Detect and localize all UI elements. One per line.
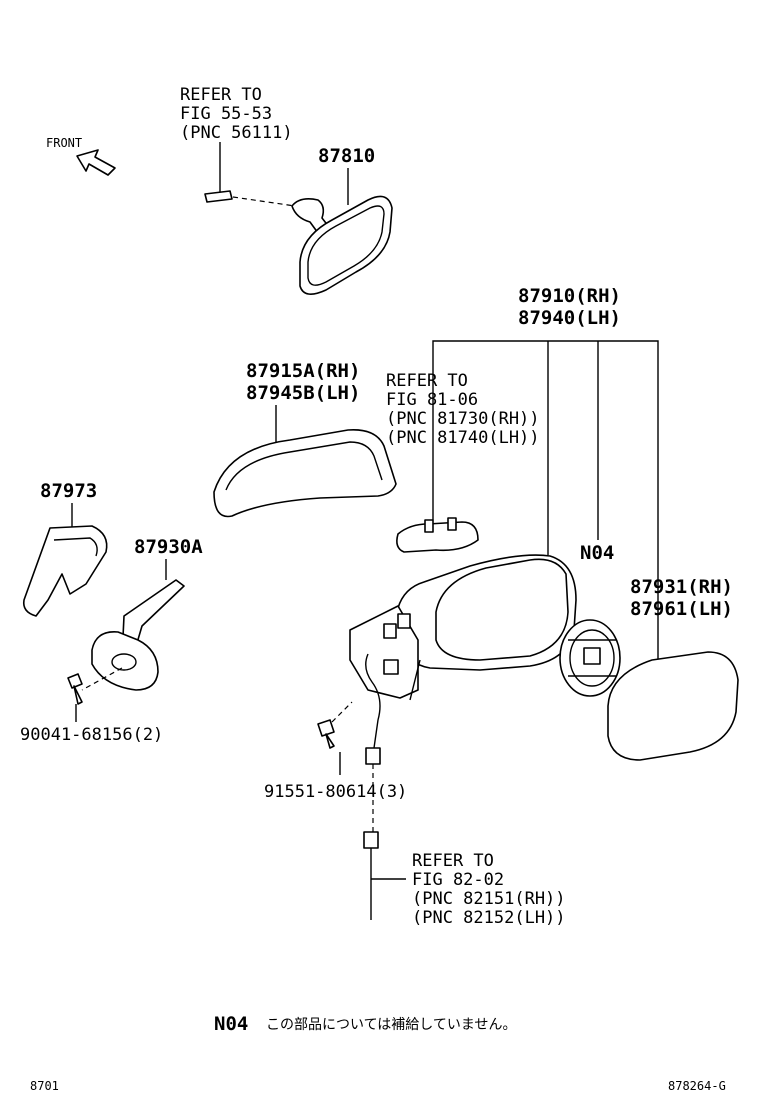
bracket-87910 [432,340,659,660]
refer-fig-55-53-line1: REFER TO [180,85,262,105]
part-87930a-hole [111,653,137,671]
arm-connector-2 [397,613,411,629]
footnote-text: この部品については補給していません。 [266,1017,516,1033]
refer-fig-82-02-line4: (PNC 82152(LH)) [412,908,566,928]
front-label: FRONT [46,136,82,150]
part-87973-cover [22,525,108,617]
refer-fig-55-53-line2: FIG 55-53 [180,104,272,124]
wire-harness [365,653,381,749]
mirror-arm-base [349,605,419,699]
part-87961-label: 87961(LH) [630,598,733,620]
inner-mirror-glass-edge [307,205,385,286]
part-87810-label: 87810 [318,145,375,167]
part-87973-edge [53,537,98,557]
dash-bolt [331,701,353,723]
dash-mount [232,196,296,207]
arm-connector-1 [383,623,397,639]
refer-fig-82-02-line1: REFER TO [412,851,494,871]
actuator-center [583,647,601,665]
mirror-base-bracket [396,521,479,553]
footnote-code: N04 [214,1013,248,1035]
refer-fig-81-06-line2: FIG 81-06 [386,390,478,410]
arm-detail-line [409,659,421,701]
footer-right: 878264-G [668,1079,726,1093]
footer-left: 8701 [30,1079,59,1093]
screw-90041 [67,673,83,705]
cover-inner-edge [225,441,383,491]
refer-fig-81-06-line3: (PNC 81730(RH)) [386,409,540,429]
body-connector [363,831,379,849]
arm-motor [383,659,399,675]
part-91551-label: 91551-80614(3) [264,782,407,802]
part-90041-label: 90041-68156(2) [20,725,163,745]
part-87931-label: 87931(RH) [630,576,733,598]
mirror-mount-plate [204,190,233,203]
actuator-inner-ring [569,629,615,687]
outer-mirror-glass [607,651,739,761]
refer-fig-82-02-line2: FIG 82-02 [412,870,504,890]
outer-mirror-glass-frame [435,558,569,661]
bolt-91551 [317,719,335,749]
inner-rear-view-mirror [299,195,393,295]
refer-fig-82-02-line3: (PNC 82151(RH)) [412,889,566,909]
front-arrow-icon [76,149,116,176]
base-bracket-tab-2 [447,517,457,531]
refer-fig-55-53-line3: (PNC 56111) [180,123,293,143]
mirror-outer-cover [213,429,397,518]
refer-fig-81-06-line1: REFER TO [386,371,468,391]
refer-fig-81-06-line4: (PNC 81740(LH)) [386,428,540,448]
part-87930a-base [91,631,159,691]
part-87945b-label: 87945B(LH) [246,382,360,404]
wire-connector [365,747,381,765]
base-bracket-tab-1 [424,519,434,533]
part-87915a-label: 87915A(RH) [246,360,360,382]
part-87940-label: 87940(LH) [518,307,621,329]
dash-87930a [81,667,123,691]
part-n04-label: N04 [580,542,614,564]
part-87930a-label: 87930A [134,536,203,558]
part-87910-label: 87910(RH) [518,285,621,307]
part-87973-label: 87973 [40,480,97,502]
